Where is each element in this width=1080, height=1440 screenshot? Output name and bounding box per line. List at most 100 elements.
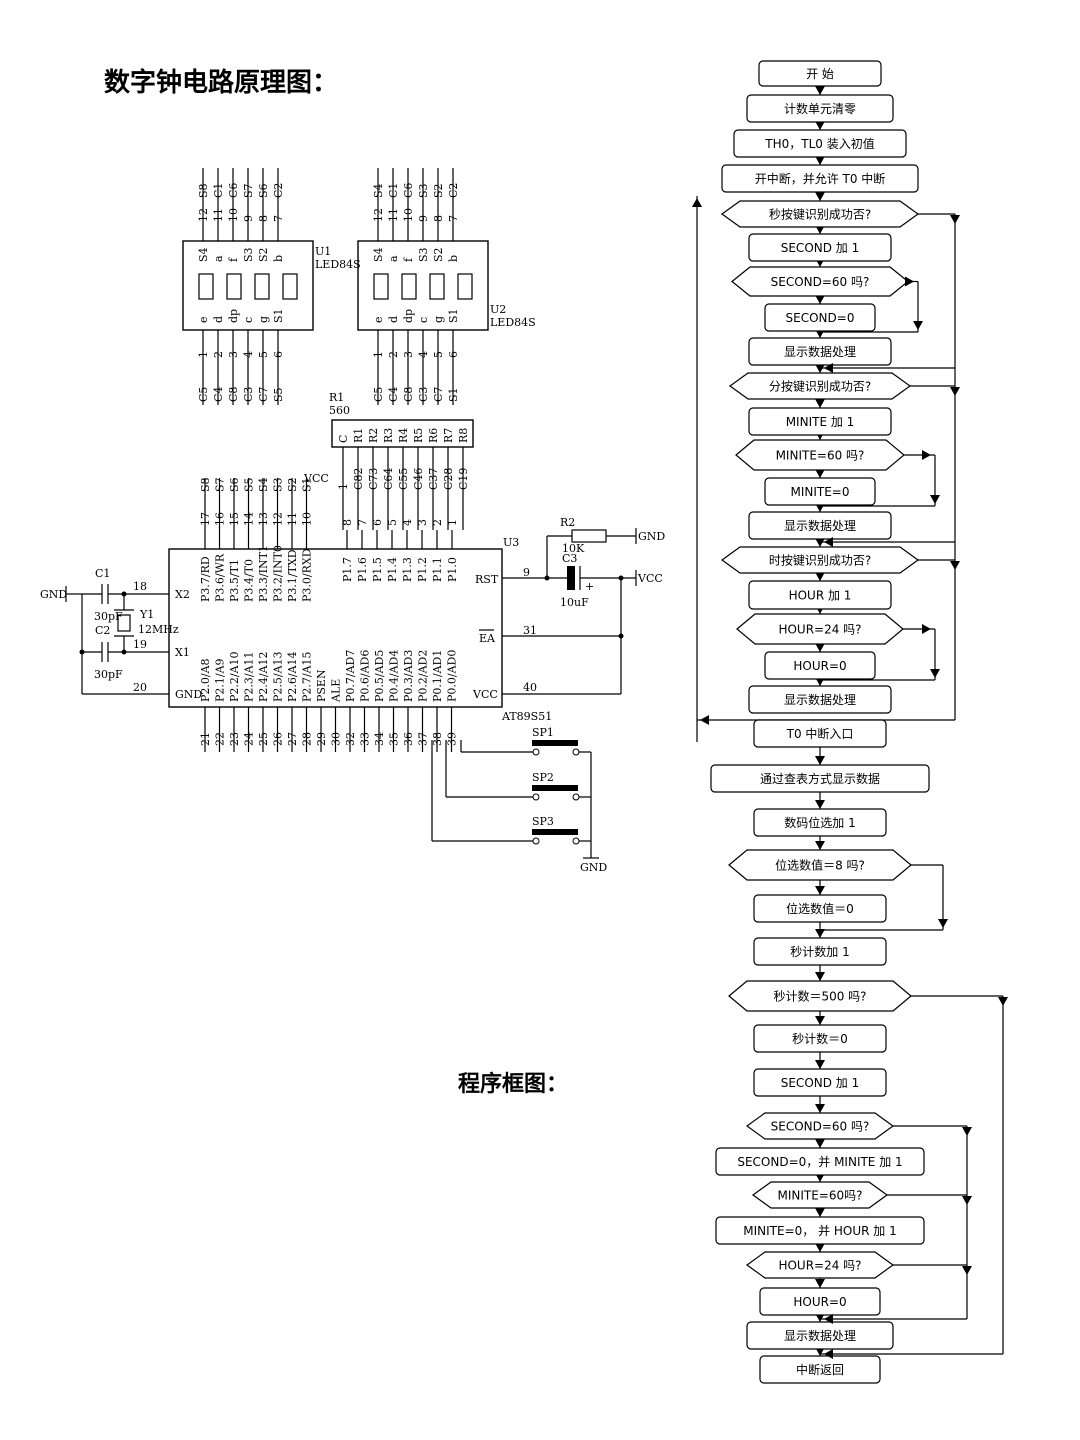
button-ref: SP2 xyxy=(532,771,554,784)
pin-number: 6 xyxy=(371,519,384,526)
arrowhead xyxy=(922,624,931,634)
component-ref: Y1 xyxy=(139,608,154,621)
pin-number: 36 xyxy=(402,732,415,746)
digit-outline xyxy=(429,273,445,300)
arrowhead xyxy=(938,919,948,928)
pin-name: P3.5/T1 xyxy=(228,559,241,602)
net-label: C3 xyxy=(242,387,255,402)
pin-number: 39 xyxy=(446,732,459,746)
pin-name: P2.4/A12 xyxy=(257,651,270,702)
process-box xyxy=(753,1024,887,1053)
pin-name: P3.4/T0 xyxy=(243,559,256,602)
net-label: C3 xyxy=(417,387,430,402)
pin-number: 1 xyxy=(197,351,210,358)
pin-number: 7 xyxy=(272,215,285,222)
junction-dot xyxy=(618,633,624,639)
pin-name: P1.6 xyxy=(356,557,369,582)
segment-label: d xyxy=(212,316,225,323)
process-box xyxy=(753,937,887,966)
crystal-body xyxy=(117,614,131,632)
arrowhead xyxy=(824,363,833,373)
process-text: 显示数据处理 xyxy=(784,692,856,707)
segment-label: a xyxy=(387,255,400,262)
pin-number: 34 xyxy=(373,732,386,746)
pin-name: P2.5/A13 xyxy=(272,651,285,702)
segment-label: S3 xyxy=(417,247,430,262)
arrowhead xyxy=(815,643,825,652)
power-label: VCC xyxy=(637,572,663,585)
net-label: C4 xyxy=(387,387,400,402)
net-label: C1 xyxy=(212,183,225,198)
interrupt-side-paths xyxy=(820,864,1008,1359)
pin-number: 12 xyxy=(197,208,210,222)
arrowhead xyxy=(815,1208,825,1217)
process-text: 通过查表方式显示数据 xyxy=(760,771,880,786)
digit-outline xyxy=(254,273,270,300)
arrowhead xyxy=(815,469,825,478)
net-label: C2 xyxy=(447,183,460,198)
process-text: HOUR=0 xyxy=(793,659,846,673)
pin-name: GND xyxy=(175,688,202,701)
capacitor-plate xyxy=(567,566,575,590)
pin-number: 10 xyxy=(227,208,240,222)
pin-number: 29 xyxy=(315,732,328,746)
pin-number: 24 xyxy=(243,732,256,746)
component-ref: C2 xyxy=(95,624,110,637)
junction-dot xyxy=(79,649,85,655)
digit-outline xyxy=(282,273,298,300)
process-box xyxy=(753,808,887,837)
net-label: S1 xyxy=(447,387,460,402)
pin-number: 5 xyxy=(386,519,399,526)
process-text: 中断返回 xyxy=(796,1362,844,1377)
arrowhead xyxy=(930,495,940,504)
arrowhead xyxy=(815,1139,825,1148)
pin-name: P3.3/INT1 xyxy=(257,545,270,602)
led-display-u1: 12S8S411C1a10C6f9S7S38S6S27C2be1C5d2C4dp… xyxy=(182,168,361,405)
net-label: S4 xyxy=(372,183,385,198)
pin-number: 15 xyxy=(228,512,241,526)
pin-number: 13 xyxy=(257,512,270,526)
net-label: 1 xyxy=(337,483,350,490)
pin-number: 10 xyxy=(301,512,314,526)
pin-number: 21 xyxy=(199,732,212,746)
process-box xyxy=(715,1147,925,1176)
net-label: C64 xyxy=(382,468,395,490)
net-label: C6 xyxy=(227,183,240,198)
process-box xyxy=(753,894,887,923)
pin-name: P2.6/A14 xyxy=(286,651,299,702)
arrowhead xyxy=(815,295,825,304)
digit-outline xyxy=(226,273,242,300)
process-text: 显示数据处理 xyxy=(784,1328,856,1343)
decision-text: HOUR=24 吗? xyxy=(778,623,861,637)
resistor-pin-label: R7 xyxy=(442,428,455,443)
process-box xyxy=(746,94,894,123)
pin-name: P1.0 xyxy=(446,557,459,582)
pin-number: 8 xyxy=(257,215,270,222)
segment-label: f xyxy=(402,257,415,262)
net-label: C82 xyxy=(352,468,365,490)
net-label: C4 xyxy=(212,387,225,402)
arrowhead xyxy=(815,886,825,895)
segment-label: S1 xyxy=(447,308,460,323)
process-text: 开中断，并允许 T0 中断 xyxy=(755,171,886,186)
pin-name: P3.2/INT0 xyxy=(272,545,285,602)
pin-name: P1.4 xyxy=(386,557,399,582)
decision-text: SECOND=60 吗? xyxy=(771,275,870,289)
process-box xyxy=(759,1355,881,1384)
arrowhead xyxy=(913,321,923,330)
pin-number: 2 xyxy=(387,351,400,358)
process-text: MINITE=0， 并 HOUR 加 1 xyxy=(743,1224,897,1238)
process-text: 位选数值＝0 xyxy=(786,901,854,916)
net-label: S1 xyxy=(301,477,314,492)
arrowhead xyxy=(815,399,825,408)
pin-number: 38 xyxy=(431,732,444,746)
arrowhead xyxy=(700,715,709,725)
net-label: C37 xyxy=(427,468,440,490)
arrowhead xyxy=(815,756,825,765)
pin-number: 4 xyxy=(242,351,255,358)
pin-number: 4 xyxy=(417,351,430,358)
process-box xyxy=(748,233,892,262)
pin-number: 32 xyxy=(344,732,357,746)
pin-name: X1 xyxy=(175,646,190,659)
